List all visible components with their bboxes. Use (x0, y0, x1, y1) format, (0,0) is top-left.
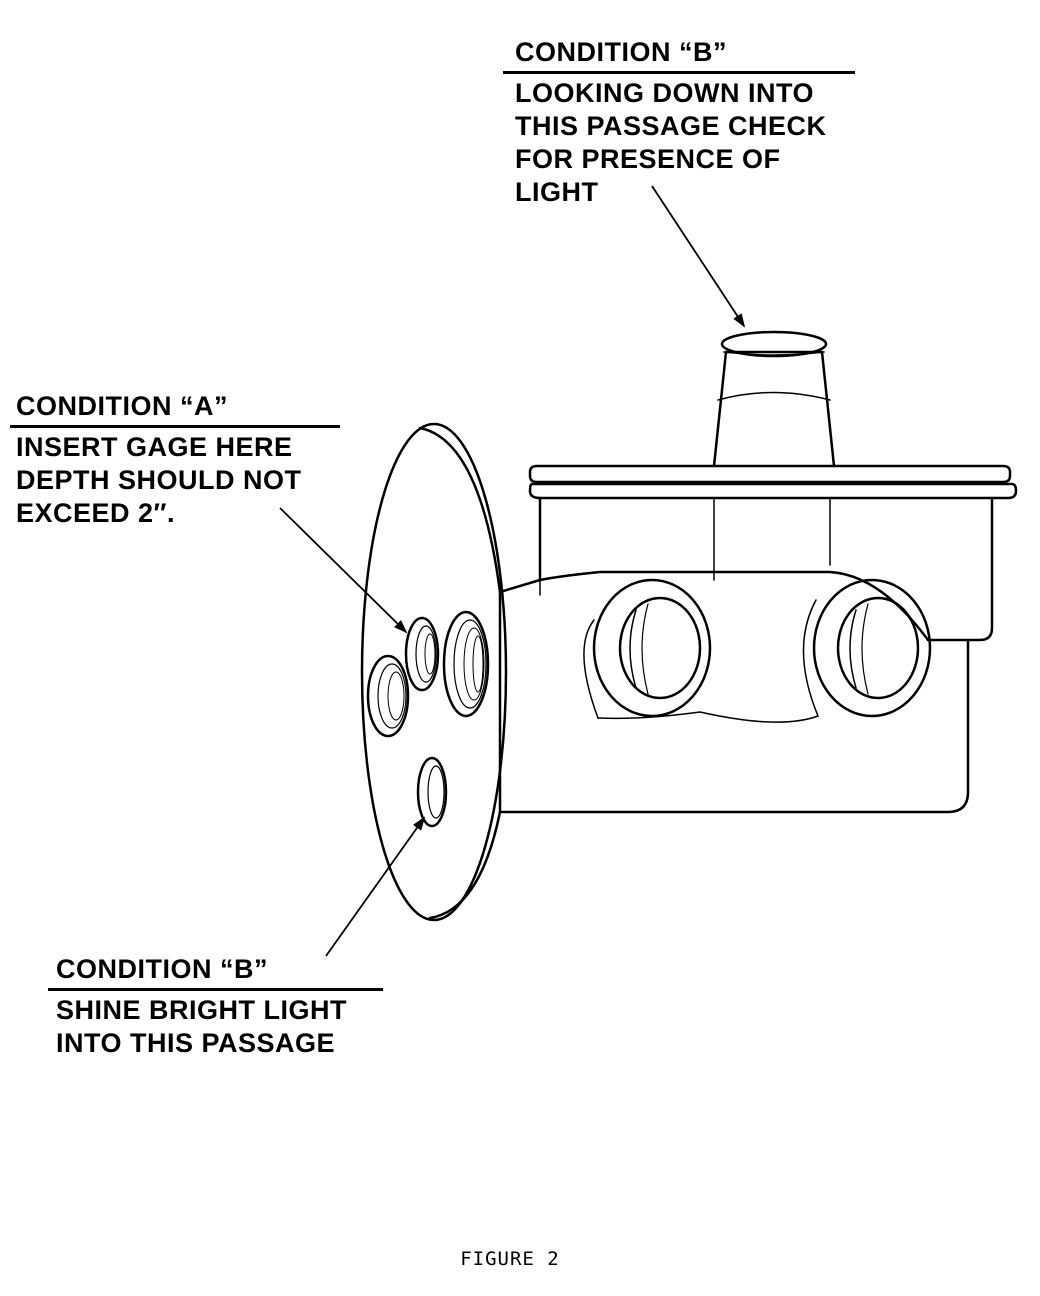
callout-heading: CONDITION “A” (10, 390, 340, 428)
vent-boss (712, 330, 836, 468)
callout-condition-b-bottom: CONDITION “B” SHINE BRIGHT LIGHT INTO TH… (48, 953, 383, 1060)
leader-arrow-a (279, 507, 408, 634)
callout-line: LIGHT (515, 177, 599, 207)
callout-heading: CONDITION “B” (48, 953, 383, 991)
leader-arrow-top-b (651, 185, 746, 328)
callout-line: EXCEED 2″. (16, 498, 175, 528)
callout-line: LOOKING DOWN INTO (515, 78, 814, 108)
flange-port-gage (404, 616, 440, 692)
mounting-flange (360, 422, 508, 922)
flange-port-top-left (366, 654, 410, 738)
flange-port-light (416, 756, 448, 828)
callout-heading: CONDITION “B” (503, 36, 855, 74)
callout-line: FOR PRESENCE OF (515, 144, 781, 174)
flange-port-right (442, 610, 490, 718)
outlet-port-right (699, 578, 932, 723)
callout-line: SHINE BRIGHT LIGHT (56, 995, 347, 1025)
callout-line: INSERT GAGE HERE (16, 432, 293, 462)
leader-arrow-bottom-b (325, 816, 426, 957)
callout-condition-a: CONDITION “A” INSERT GAGE HERE DEPTH SHO… (10, 390, 340, 530)
reservoir-lid (528, 464, 1018, 500)
outlet-port-left (583, 578, 712, 720)
callout-line: DEPTH SHOULD NOT (16, 465, 302, 495)
callout-line: THIS PASSAGE CHECK (515, 111, 827, 141)
figure-caption: FIGURE 2 (460, 1248, 560, 1270)
callout-condition-b-top: CONDITION “B” LOOKING DOWN INTO THIS PAS… (503, 36, 855, 209)
callout-line: INTO THIS PASSAGE (56, 1028, 336, 1058)
